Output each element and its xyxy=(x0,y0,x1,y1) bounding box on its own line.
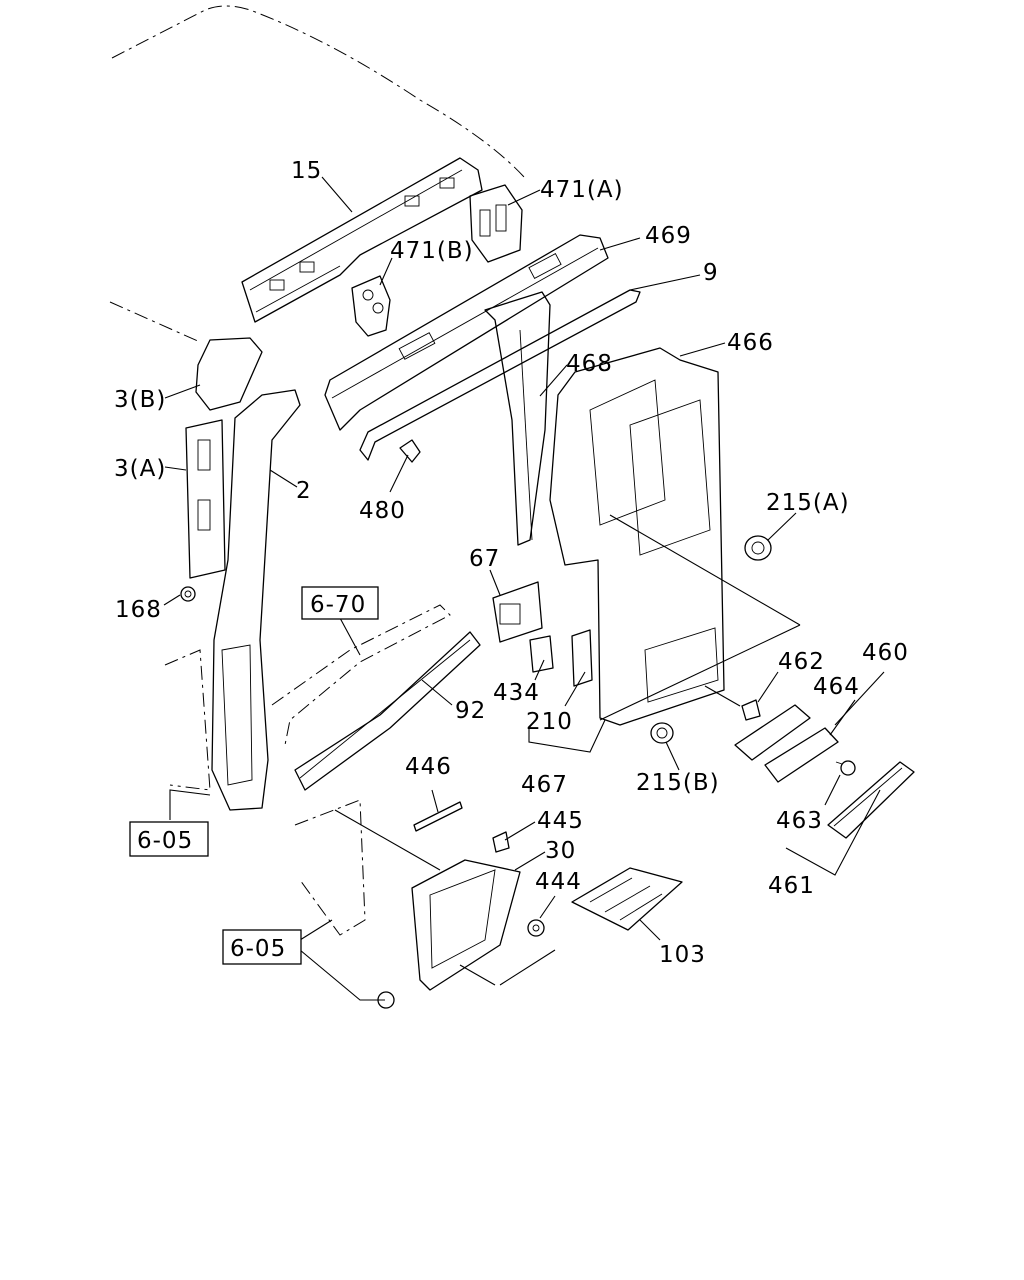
part-215a-grommet xyxy=(744,535,772,561)
callout-3b: 3(B) xyxy=(114,387,166,413)
part-466-quarter-panel xyxy=(549,347,725,726)
part-469-header xyxy=(324,234,609,431)
floor-rear-phantom xyxy=(294,799,366,936)
callout-3a: 3(A) xyxy=(114,456,166,482)
ref-box-6-05-upper xyxy=(129,821,209,857)
part-3a-pillar xyxy=(185,419,226,579)
part-446-strip xyxy=(413,801,463,832)
callout-9: 9 xyxy=(703,260,719,286)
callout-30: 30 xyxy=(545,838,576,864)
callout-468: 468 xyxy=(566,351,613,377)
part-2-center-pillar xyxy=(211,389,301,811)
callout-15: 15 xyxy=(291,158,322,184)
part-103-step-pad xyxy=(571,867,683,931)
part-445-clip xyxy=(492,831,510,853)
part-215b-grommet xyxy=(650,722,674,744)
part-168-bolt xyxy=(180,586,196,602)
callout-463: 463 xyxy=(776,808,823,834)
part-471a-bracket xyxy=(469,184,523,263)
part-434-clip xyxy=(529,635,554,673)
callout-215a: 215(A) xyxy=(766,490,850,516)
ref-box-6-70 xyxy=(301,586,379,620)
floor-phantom-outline xyxy=(164,649,211,791)
part-9-rail xyxy=(359,289,641,461)
callout-471a: 471(A) xyxy=(540,177,624,203)
callout-462: 462 xyxy=(778,649,825,675)
part-468-panel xyxy=(484,291,551,546)
callout-210: 210 xyxy=(526,709,573,735)
callout-6-05-lower: 6-05 xyxy=(230,936,286,962)
part-15-roof-rail xyxy=(241,157,483,323)
callout-466: 466 xyxy=(727,330,774,356)
callout-92: 92 xyxy=(455,698,486,724)
callout-460: 460 xyxy=(862,640,909,666)
part-480-clip xyxy=(399,439,421,463)
part-210-bracket xyxy=(571,629,593,687)
part-462-clip xyxy=(741,699,761,721)
callout-6-05-upper: 6-05 xyxy=(137,828,193,854)
ref-box-6-05-lower xyxy=(222,929,302,965)
callout-103: 103 xyxy=(659,942,706,968)
callout-215b: 215(B) xyxy=(636,770,720,796)
callout-434: 434 xyxy=(493,680,540,706)
callout-168: 168 xyxy=(115,597,162,623)
callout-2: 2 xyxy=(296,478,312,504)
callout-445: 445 xyxy=(537,808,584,834)
callout-461: 461 xyxy=(768,873,815,899)
roof-phantom-outline xyxy=(111,5,526,179)
leader-lines xyxy=(163,176,885,1001)
callout-480: 480 xyxy=(359,498,406,524)
part-67-bracket xyxy=(492,581,543,643)
callout-444: 444 xyxy=(535,869,582,895)
callout-469: 469 xyxy=(645,223,692,249)
part-464-gasket xyxy=(734,704,839,783)
callout-464: 464 xyxy=(813,674,860,700)
callout-471b: 471(B) xyxy=(390,238,474,264)
body-phantom-outline xyxy=(109,301,201,343)
part-461-lens xyxy=(827,761,915,839)
callout-467: 467 xyxy=(521,772,568,798)
rail-670-phantom xyxy=(271,604,451,746)
callout-67: 67 xyxy=(469,546,500,572)
part-463-screw xyxy=(835,760,856,776)
part-3b-gusset xyxy=(195,337,263,411)
part-444-bolt xyxy=(527,919,545,937)
callout-446: 446 xyxy=(405,754,452,780)
part-30-step-housing xyxy=(411,859,521,991)
part-471b-bracket xyxy=(351,275,391,337)
callout-6-70: 6-70 xyxy=(310,592,366,618)
part-92-sill xyxy=(294,631,481,791)
